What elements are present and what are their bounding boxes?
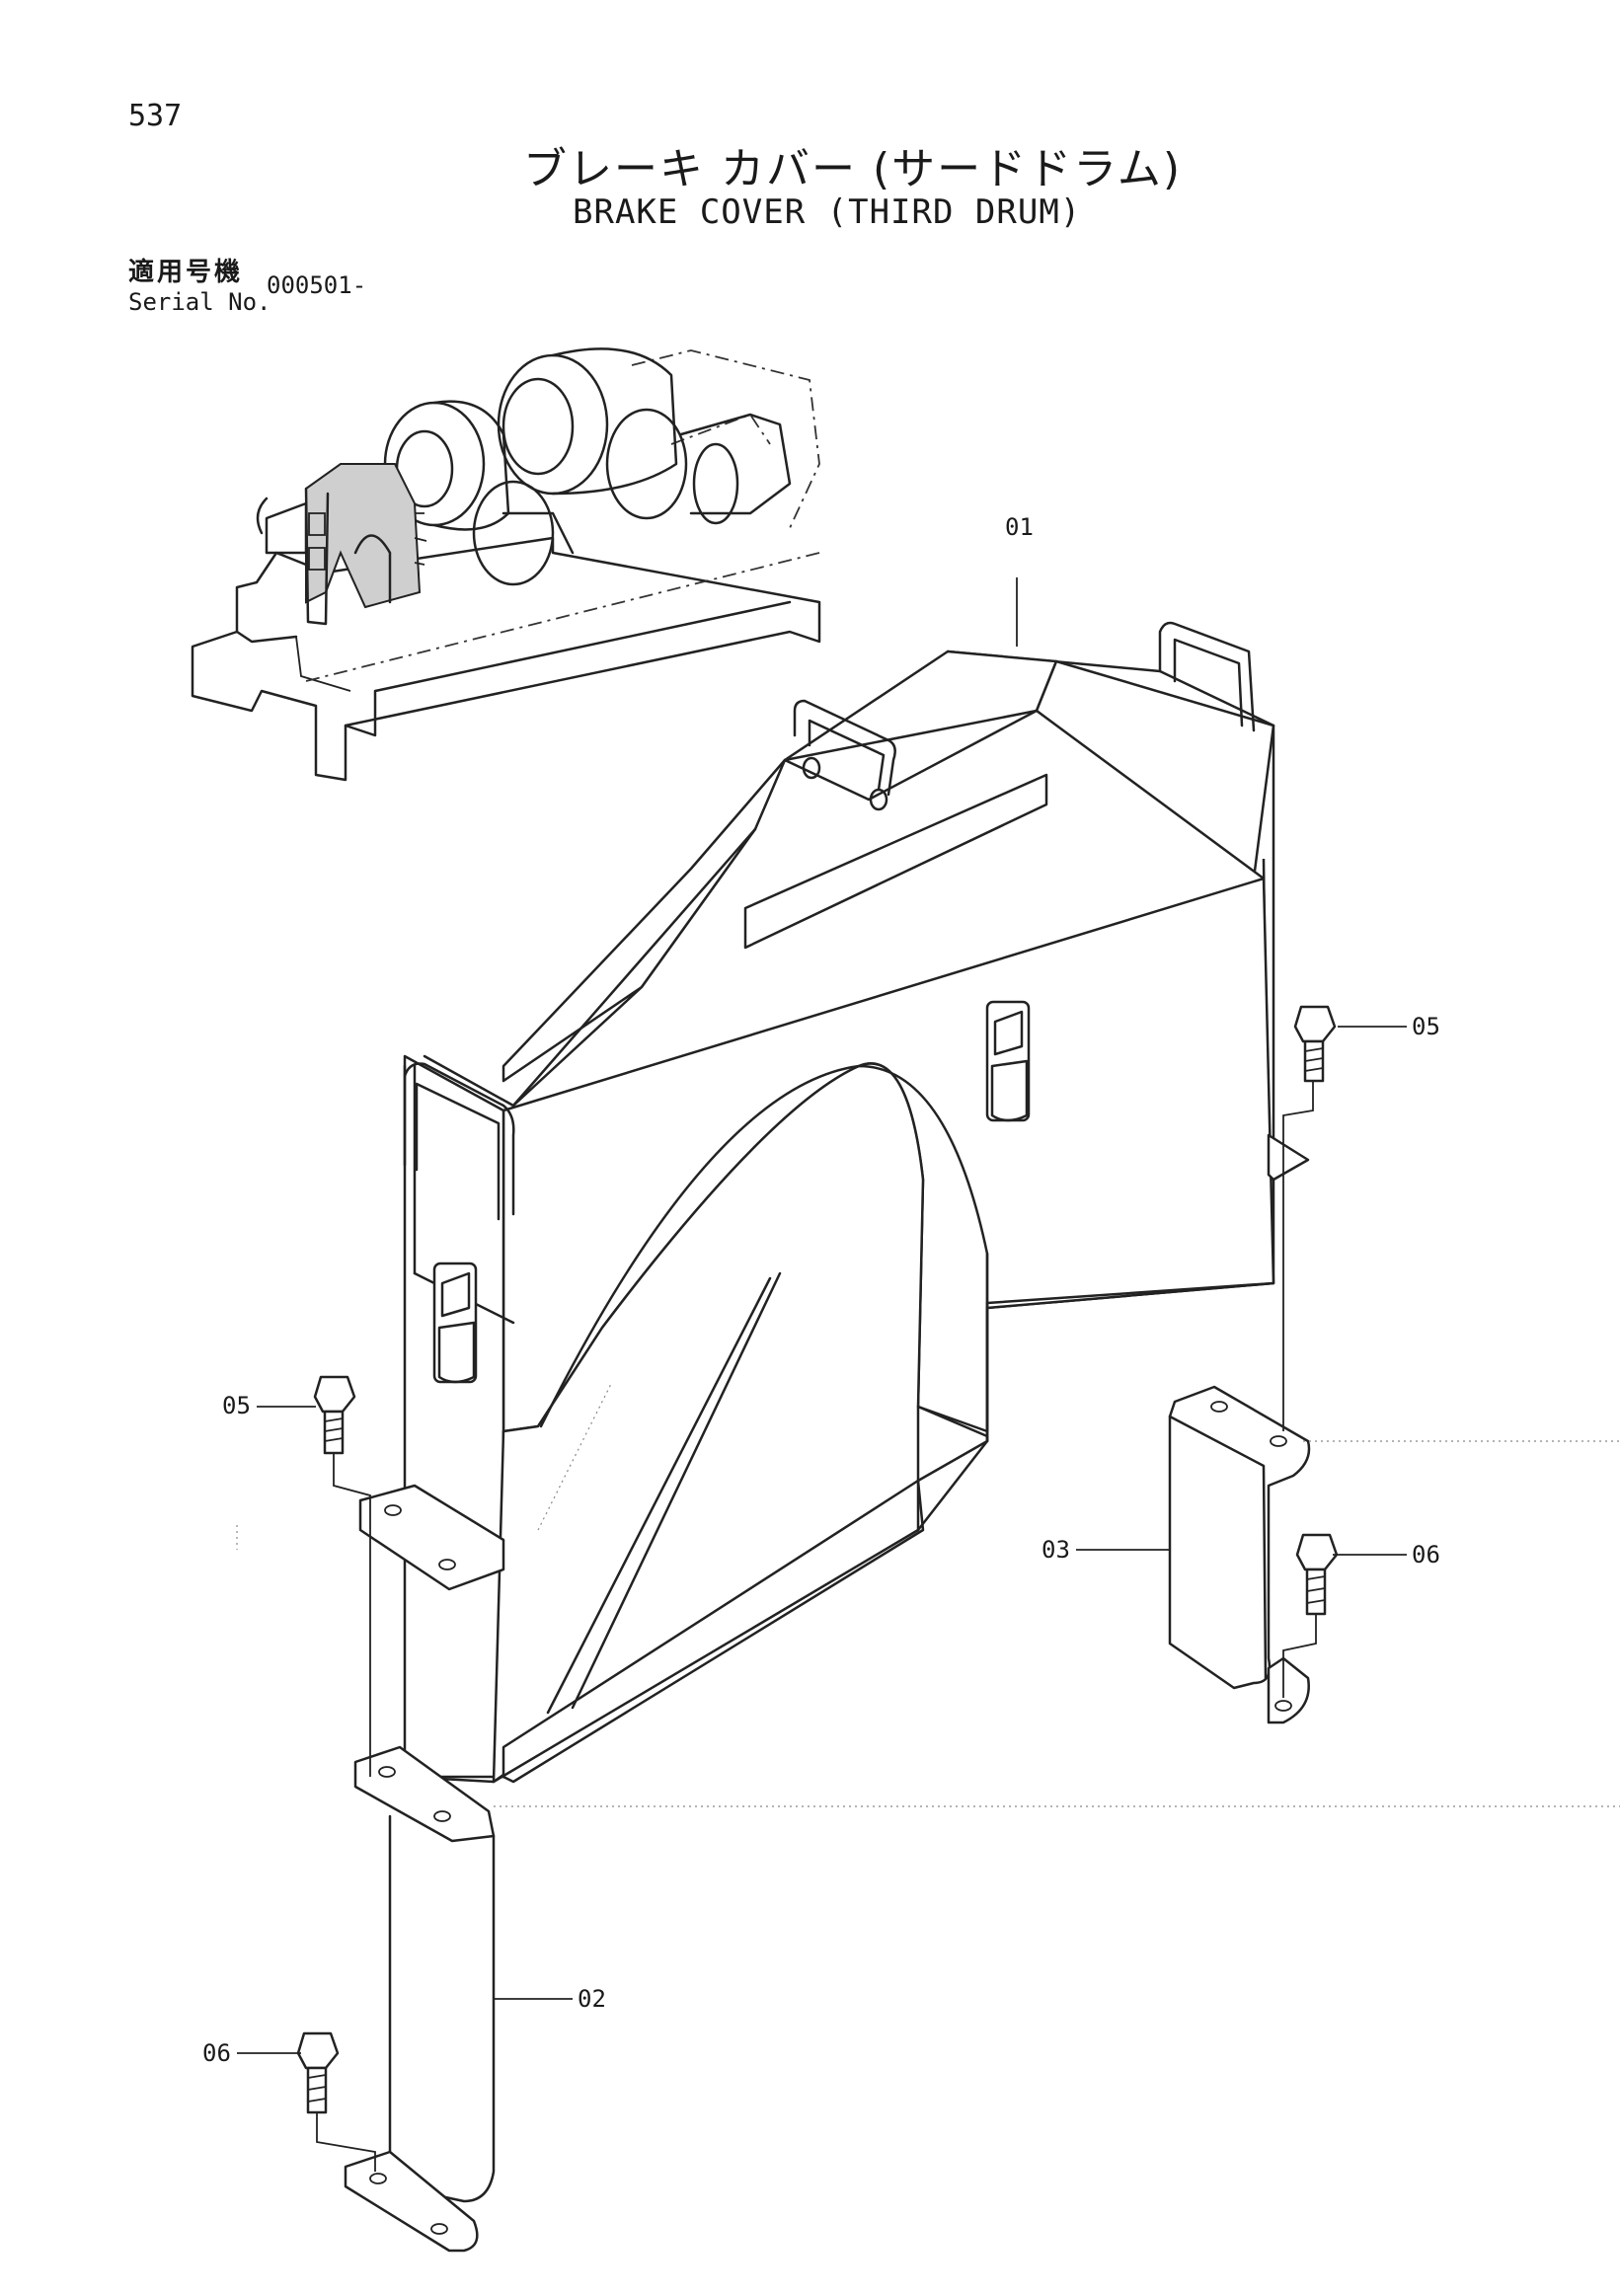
right-mounting-tab: [1267, 1133, 1310, 1182]
bracket-03: [1168, 1385, 1311, 1724]
left-handle: [403, 1062, 515, 1221]
bolt-06-right: [1295, 1533, 1339, 1616]
bolt-05-right: [1293, 1005, 1337, 1083]
callout-part-06-left: 06: [202, 2039, 231, 2067]
top-handle: [793, 699, 896, 811]
callout-part-02: 02: [578, 1985, 606, 2013]
left-mounting-plate: [358, 1484, 505, 1591]
callout-part-06-right: 06: [1412, 1541, 1440, 1569]
callout-part-01: 01: [1005, 513, 1034, 541]
callout-part-05-right: 05: [1412, 1013, 1440, 1040]
serial-number-value: 000501-: [267, 271, 367, 299]
front-latch: [985, 1000, 1031, 1122]
serial-label-english: Serial No.: [128, 288, 271, 316]
inset-drum-assembly: [191, 347, 821, 782]
bracket-02: [344, 1745, 496, 2253]
leader-lines: [236, 577, 1620, 2172]
left-latch: [432, 1262, 478, 1384]
title-japanese: ブレーキ カバー (サードドラム): [523, 144, 1182, 194]
bolt-06-left: [296, 2031, 340, 2114]
bolt-05-left: [313, 1375, 356, 1455]
brake-cover-main: [403, 650, 1275, 1784]
callout-part-03: 03: [1041, 1536, 1070, 1564]
page-number: 537: [128, 99, 183, 133]
rear-handle: [1158, 621, 1256, 732]
callout-part-05-left: 05: [222, 1392, 251, 1419]
serial-label-japanese: 適用号機: [128, 258, 244, 287]
title-english: BRAKE COVER (THIRD DRUM): [573, 192, 1082, 232]
